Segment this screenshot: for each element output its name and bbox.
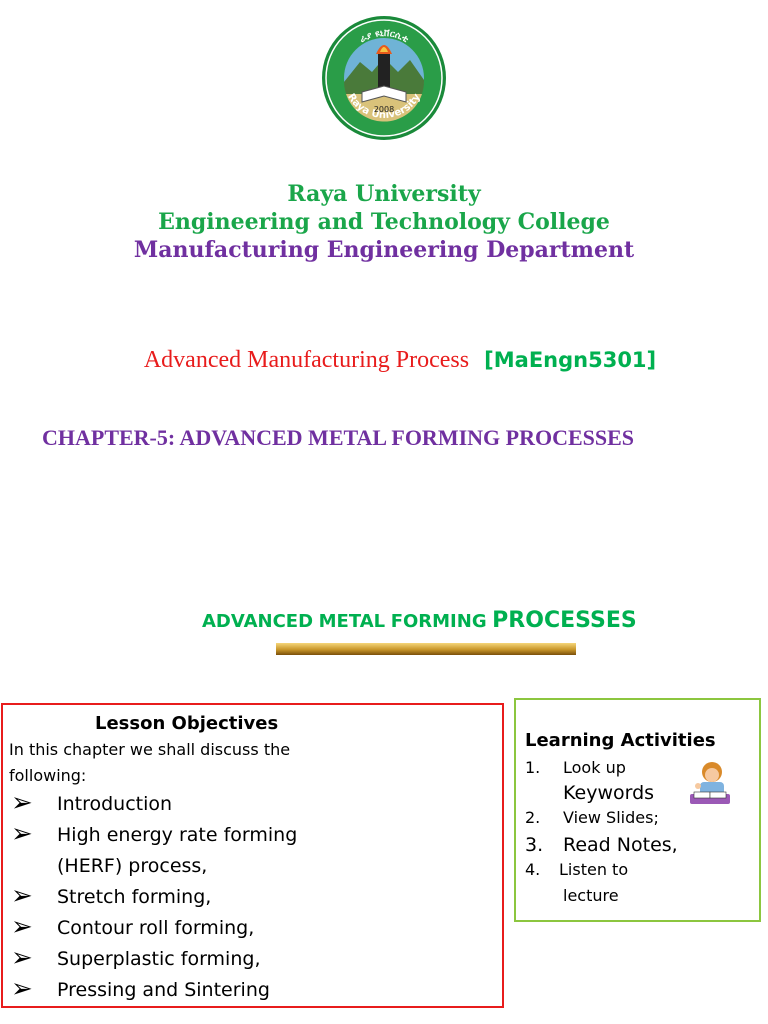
list-item: ➢Contour roll forming, — [11, 912, 255, 942]
learning-activities-box: Learning Activities 1.Look up Keywords 2… — [514, 698, 761, 922]
section-title-underline — [276, 643, 576, 655]
svg-text:ራያ ዩኒቨርሲቲ: ራያ ዩኒቨርሲቲ — [358, 27, 410, 46]
logo-year: 2008 — [374, 105, 394, 114]
list-item: ➢Pressing and Sintering — [11, 974, 270, 1004]
section-title: ADVANCED METAL FORMING PROCESSES — [202, 608, 637, 633]
lesson-objectives-box: Lesson Objectives In this chapter we sha… — [1, 703, 504, 1008]
course-code: [MaEngn5301] — [484, 348, 657, 372]
arrow-bullet-icon: ➢ — [11, 943, 33, 973]
list-item: ➢Stretch forming, — [11, 881, 212, 911]
college-name: Engineering and Technology College — [158, 209, 610, 235]
objectives-list: ➢Introduction ➢High energy rate forming … — [11, 789, 351, 1006]
activity-item-1: 1.Look up — [525, 758, 626, 777]
activity-item-2: 2.View Slides; — [525, 808, 659, 827]
chapter-title: CHAPTER-5: ADVANCED METAL FORMING PROCES… — [42, 425, 635, 450]
arrow-bullet-icon: ➢ — [11, 819, 33, 849]
activity-item-3: 3.Read Notes, — [525, 834, 678, 856]
section-title-part-2: METAL — [318, 611, 386, 632]
activities-heading: Learning Activities — [525, 730, 716, 751]
student-reading-icon — [690, 762, 730, 804]
section-title-part-4: PROCESSES — [492, 608, 637, 633]
arrow-bullet-icon: ➢ — [11, 974, 33, 1004]
objectives-intro: In this chapter we shall discuss the fol… — [9, 740, 291, 785]
section-title-part-1: ADVANCED — [202, 611, 314, 632]
section-title-part-3: FORMING — [390, 611, 487, 632]
objectives-heading: Lesson Objectives — [95, 713, 279, 734]
list-item: ➢Introduction — [11, 788, 173, 818]
course-line: Advanced Manufacturing Process [MaEngn53… — [0, 347, 768, 374]
logo-arc-text-top: ራያ ዩኒቨርሲቲ — [358, 27, 410, 46]
activity-item-4: 4.Listen to — [525, 860, 629, 879]
course-title: Advanced Manufacturing Process — [143, 347, 470, 373]
activity-item-4-continued: lecture — [563, 886, 619, 905]
arrow-bullet-icon: ➢ — [11, 912, 33, 942]
university-name: Raya University — [287, 181, 481, 207]
activity-item-1-continued: Keywords — [563, 782, 655, 804]
list-item: ➢Superplastic forming, — [11, 943, 261, 973]
department-name: Manufacturing Engineering Department — [133, 237, 635, 263]
arrow-bullet-icon: ➢ — [11, 881, 33, 911]
list-item: ➢High energy rate forming (HERF) process… — [11, 819, 298, 877]
arrow-bullet-icon: ➢ — [11, 788, 33, 818]
raya-university-logo: ራያ ዩኒቨርሲቲ Raya University 2008 — [322, 16, 446, 140]
